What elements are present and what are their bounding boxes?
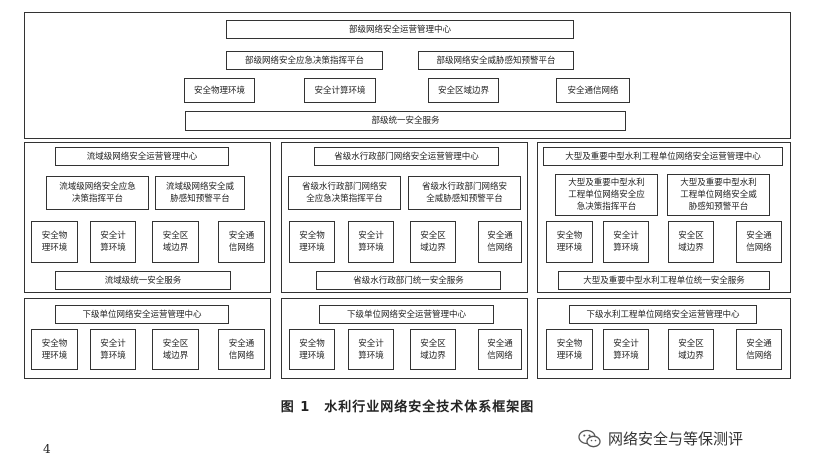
watermark: 网络安全与等保测评 xyxy=(578,428,743,449)
project-unit-emergency-platform: 大型及重要中型水利 工程单位网络安全应 急决策指挥平台 xyxy=(555,174,658,216)
project-unit-env-computing: 安全计 算环境 xyxy=(603,221,649,263)
lower-unit-center-box-3: 下级水利工程单位网络安全运营管理中心 xyxy=(569,305,757,324)
figure-caption: 图 1 水利行业网络安全技术体系框架图 xyxy=(280,400,535,415)
basin-service-box: 流域级统一安全服务 xyxy=(55,271,231,290)
lower-unit-1-env-computing: 安全计 算环境 xyxy=(90,329,136,370)
lower-unit-1-env-physical: 安全物 理环境 xyxy=(31,329,78,370)
basin-level-frame xyxy=(24,142,271,293)
lower-unit-2-env-computing: 安全计 算环境 xyxy=(348,329,394,370)
lower-unit-2-env-physical: 安全物 理环境 xyxy=(289,329,335,370)
ministry-service-box: 部级统一安全服务 xyxy=(185,111,626,131)
project-unit-env-network: 安全通 信网络 xyxy=(736,221,782,263)
province-threat-platform: 省级水行政部门网络安 全威胁感知预警平台 xyxy=(408,176,521,210)
lower-unit-3-env-network: 安全通 信网络 xyxy=(736,329,782,370)
basin-env-computing: 安全计 算环境 xyxy=(90,221,136,263)
lower-unit-3-env-boundary: 安全区 域边界 xyxy=(668,329,714,370)
basin-center-box: 流域级网络安全运营管理中心 xyxy=(55,147,229,166)
lower-unit-2-env-boundary: 安全区 域边界 xyxy=(410,329,456,370)
project-unit-env-boundary: 安全区 域边界 xyxy=(668,221,714,263)
province-env-computing: 安全计 算环境 xyxy=(348,221,394,263)
ministry-env-computing: 安全计算环境 xyxy=(304,78,376,103)
lower-unit-3-env-computing: 安全计 算环境 xyxy=(603,329,649,370)
province-env-physical: 安全物 理环境 xyxy=(289,221,335,263)
basin-env-network: 安全通 信网络 xyxy=(218,221,265,263)
project-unit-env-physical: 安全物 理环境 xyxy=(546,221,593,263)
lower-unit-3-env-physical: 安全物 理环境 xyxy=(546,329,593,370)
project-unit-center-box: 大型及重要中型水利工程单位网络安全运营管理中心 xyxy=(543,147,783,166)
ministry-center-box: 部级网络安全运营管理中心 xyxy=(226,20,574,39)
project-unit-threat-platform: 大型及重要中型水利 工程单位网络安全威 胁感知预警平台 xyxy=(667,174,770,216)
watermark-text: 网络安全与等保测评 xyxy=(608,430,744,448)
project-unit-level-frame xyxy=(537,142,791,293)
lower-unit-2-env-network: 安全通 信网络 xyxy=(478,329,522,370)
wechat-icon xyxy=(578,429,601,447)
lower-unit-center-box-1: 下级单位网络安全运营管理中心 xyxy=(55,305,229,324)
basin-env-boundary: 安全区 域边界 xyxy=(152,221,199,263)
basin-threat-platform: 流域级网络安全威 胁感知预警平台 xyxy=(155,176,245,210)
province-emergency-platform: 省级水行政部门网络安 全应急决策指挥平台 xyxy=(288,176,401,210)
lower-unit-1-env-boundary: 安全区 域边界 xyxy=(152,329,199,370)
province-env-boundary: 安全区 域边界 xyxy=(410,221,456,263)
province-env-network: 安全通 信网络 xyxy=(478,221,522,263)
ministry-env-boundary: 安全区域边界 xyxy=(428,78,499,103)
ministry-env-physical: 安全物理环境 xyxy=(184,78,255,103)
lower-unit-center-box-2: 下级单位网络安全运营管理中心 xyxy=(319,305,494,324)
page-number: 4 xyxy=(43,442,51,456)
province-service-box: 省级水行政部门统一安全服务 xyxy=(316,271,501,290)
lower-unit-1-env-network: 安全通 信网络 xyxy=(218,329,265,370)
ministry-emergency-platform: 部级网络安全应急决策指挥平台 xyxy=(226,51,383,70)
project-unit-service-box: 大型及重要中型水利工程单位统一安全服务 xyxy=(558,271,770,290)
basin-env-physical: 安全物 理环境 xyxy=(31,221,78,263)
basin-emergency-platform: 流域级网络安全应急 决策指挥平台 xyxy=(46,176,149,210)
province-level-frame xyxy=(281,142,528,293)
province-center-box: 省级水行政部门网络安全运营管理中心 xyxy=(314,147,499,166)
ministry-threat-platform: 部级网络安全威胁感知预警平台 xyxy=(418,51,574,70)
ministry-env-network: 安全通信网络 xyxy=(556,78,630,103)
